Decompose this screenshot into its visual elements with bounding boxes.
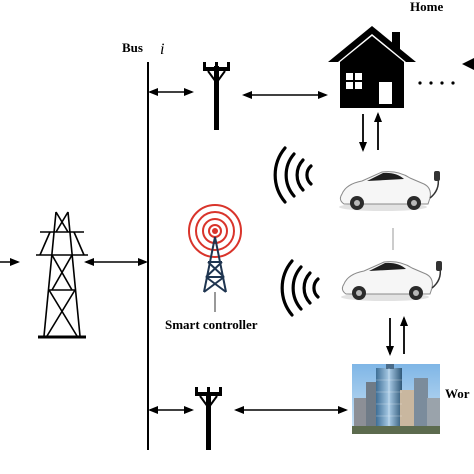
utility-pole-icon xyxy=(203,62,230,130)
electric-car-icon xyxy=(339,171,440,211)
electric-car-icon xyxy=(341,261,442,301)
office-building-icon xyxy=(352,364,440,434)
radio-antenna-icon xyxy=(188,204,242,312)
wireless-signal-icon xyxy=(273,146,313,204)
work-label: Wor xyxy=(445,386,470,401)
transmission-tower-icon xyxy=(36,211,88,339)
home-label: Home xyxy=(410,0,443,14)
utility-pole-icon xyxy=(195,387,222,450)
wireless-signal-icon xyxy=(280,259,320,317)
smart-controller-label: Smart controller xyxy=(165,317,258,332)
bus-label: Bus xyxy=(122,40,143,55)
bus-index-label: i xyxy=(160,41,164,58)
home-continuation-dots xyxy=(418,58,474,85)
house-icon xyxy=(328,26,416,108)
